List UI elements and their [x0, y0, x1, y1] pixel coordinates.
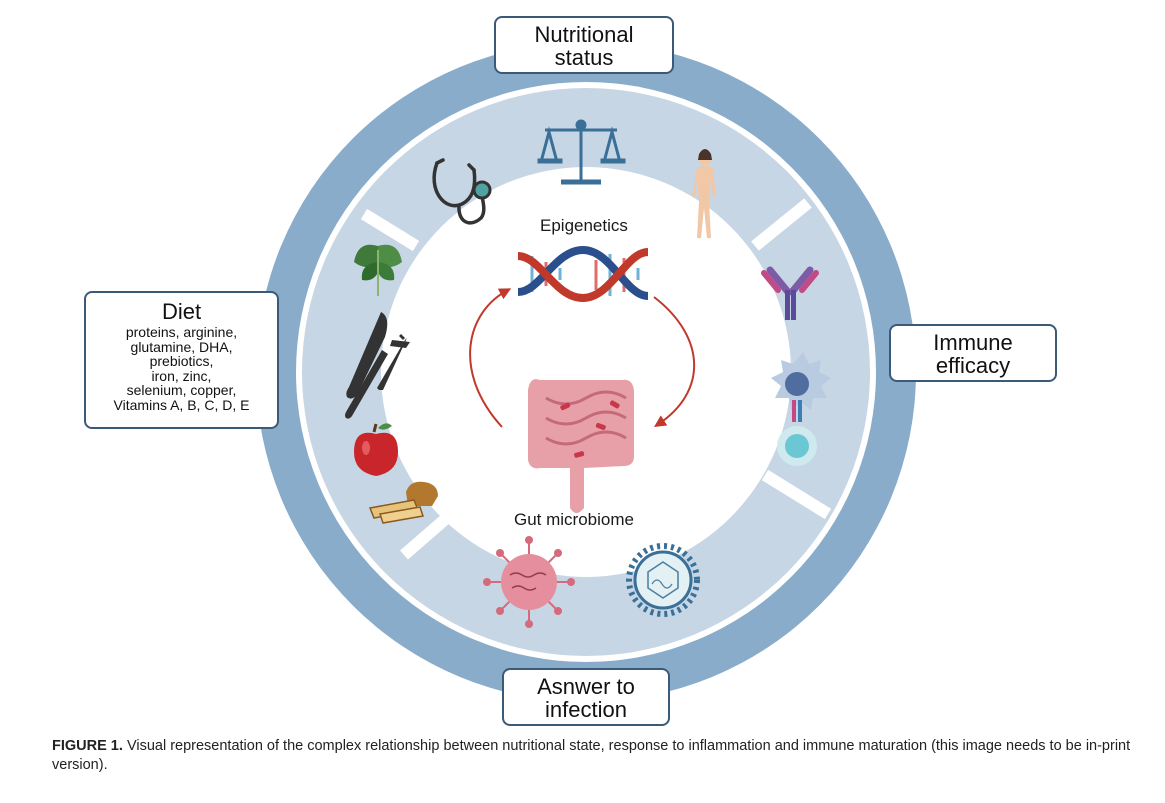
- answer-to-infection-line-1: Asnwer to: [537, 674, 635, 699]
- gut-microbiome-label: Gut microbiome: [514, 510, 634, 529]
- left-cycle-arrow: [469, 288, 512, 428]
- bread-icon: [368, 481, 438, 524]
- segment-dividers: [360, 198, 832, 560]
- answer-to-infection-box: Asnwer to infection: [502, 668, 670, 726]
- diet-line: iron, zinc,: [151, 367, 212, 384]
- figure-caption: FIGURE 1. Visual representation of the c…: [52, 737, 1132, 775]
- diet-line: proteins, arginine,: [125, 324, 238, 340]
- spinach-icon: [354, 244, 402, 296]
- cell-interaction-icon: [771, 352, 831, 466]
- diet-line: selenium, copper,: [126, 382, 237, 398]
- balance-scale-icon: [537, 119, 626, 185]
- nutritional-status-line-2: status: [554, 45, 614, 70]
- immune-efficacy-box: Immune efficacy: [889, 324, 1057, 382]
- knife-fork-icon: [345, 312, 410, 419]
- epigenetics-label: Epigenetics: [540, 216, 628, 235]
- nutritional-status-box: Nutritional status: [494, 16, 674, 74]
- diet-title: Diet: [161, 299, 202, 324]
- diagram-canvas: [256, 42, 916, 702]
- nutritional-status-line-1: Nutritional: [534, 22, 634, 47]
- diet-line: Vitamins A, B, C, D, E: [113, 396, 250, 413]
- dna-icon: [517, 245, 649, 303]
- intestine-icon: [528, 379, 634, 513]
- diet-line: glutamine, DHA,: [130, 338, 233, 355]
- immune-efficacy-line-2: efficacy: [935, 353, 1011, 378]
- figure-caption-text: Visual representation of the complex rel…: [52, 738, 1131, 773]
- coronavirus-icon: [483, 536, 575, 628]
- apple-icon: [354, 423, 398, 476]
- diet-line: prebiotics,: [149, 353, 214, 369]
- right-cycle-arrow: [653, 296, 696, 427]
- antibody-icon: [761, 266, 819, 320]
- figure-label: FIGURE 1.: [52, 738, 123, 754]
- answer-to-infection-line-2: infection: [545, 697, 627, 722]
- human-figure-icon: [692, 149, 716, 238]
- stethoscope-icon: [432, 158, 492, 225]
- immune-efficacy-line-1: Immune: [933, 330, 1013, 355]
- center-disc: [381, 167, 791, 577]
- virus-icon: [626, 543, 700, 617]
- diet-box: Diet proteins, arginine, glutamine, DHA,…: [84, 291, 279, 429]
